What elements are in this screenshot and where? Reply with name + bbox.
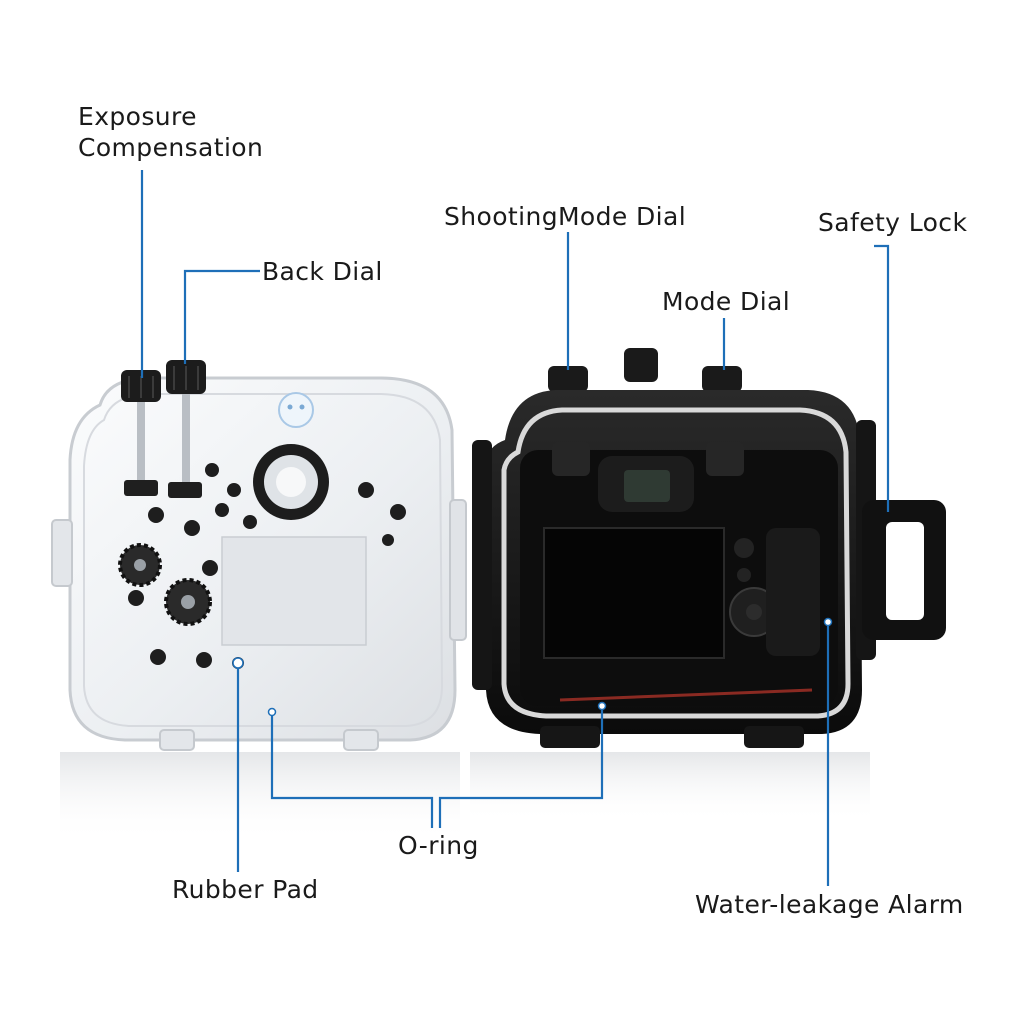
label-back-dial: Back Dial bbox=[262, 257, 383, 286]
label-exposure-line1: Exposure bbox=[78, 102, 197, 131]
label-water-leakage-alarm: Water-leakage Alarm bbox=[695, 890, 964, 919]
callout-safety-lock-line bbox=[874, 244, 890, 512]
o-ring-marker-left bbox=[267, 707, 277, 717]
callout-o-ring-line-2 bbox=[438, 706, 604, 828]
o-ring-marker-right bbox=[597, 701, 607, 711]
label-shooting-mode-dial: ShootingMode Dial bbox=[444, 202, 687, 231]
label-exposure-compensation: Exposure Compensation bbox=[78, 101, 263, 163]
water-alarm-marker bbox=[823, 617, 833, 627]
callout-back-dial-line bbox=[183, 269, 260, 364]
callout-o-ring-line bbox=[270, 712, 434, 828]
callout-lines bbox=[140, 170, 890, 886]
label-safety-lock: Safety Lock bbox=[818, 208, 968, 237]
label-rubber-pad: Rubber Pad bbox=[172, 875, 319, 904]
label-mode-dial: Mode Dial bbox=[662, 287, 791, 316]
black-housing-body bbox=[472, 348, 946, 748]
label-o-ring: O-ring bbox=[398, 831, 479, 860]
rubber-pad-marker bbox=[232, 657, 244, 669]
clear-back-door bbox=[51, 360, 467, 751]
label-exposure-line2: Compensation bbox=[78, 133, 264, 162]
